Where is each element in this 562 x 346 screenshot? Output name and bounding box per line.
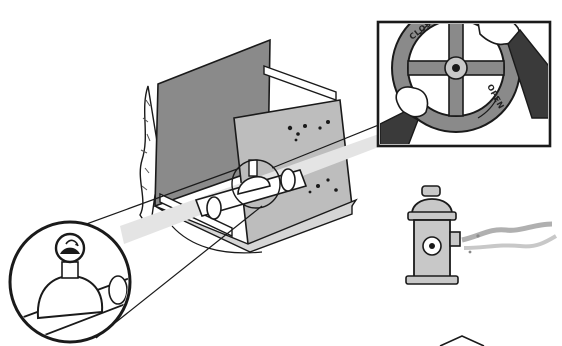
trench-debris bbox=[287, 120, 338, 194]
valve-stem bbox=[248, 159, 258, 177]
left-sleeve bbox=[380, 111, 419, 144]
gauge-inset-coupling bbox=[108, 275, 128, 305]
water-main-pipe bbox=[120, 130, 392, 244]
pressure-gauge-icon bbox=[54, 232, 86, 264]
ground-shadow bbox=[171, 225, 263, 254]
valve-focus-ring bbox=[231, 159, 281, 209]
trench-dirt-texture bbox=[140, 99, 151, 191]
valve-wheel-inset: CLOSE OPEN bbox=[376, 20, 552, 148]
water-stream-icon bbox=[461, 221, 558, 254]
fire-hydrant-icon bbox=[405, 185, 461, 285]
gauge-inset-stem bbox=[61, 261, 79, 279]
valve-dome bbox=[237, 176, 271, 196]
trench-top-beam bbox=[263, 65, 337, 101]
right-sleeve bbox=[507, 28, 548, 119]
corner-mark bbox=[439, 335, 485, 346]
pipe-coupling-right bbox=[280, 168, 296, 192]
pipe-coupling-left bbox=[206, 196, 222, 220]
gauge-inset bbox=[8, 220, 132, 344]
